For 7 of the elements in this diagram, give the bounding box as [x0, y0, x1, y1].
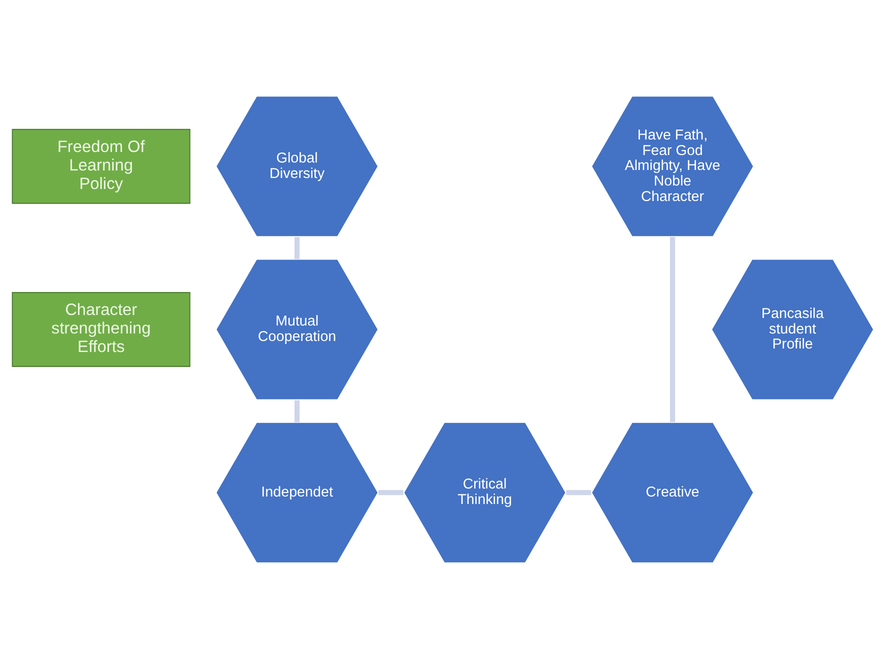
node-box: Freedom Of Learning Policy [12, 128, 190, 204]
connector [294, 400, 300, 422]
connector [294, 237, 300, 260]
connector [566, 490, 592, 496]
connector [378, 490, 404, 496]
connector [670, 236, 676, 422]
node-box: Character strengthening Efforts [12, 292, 190, 367]
